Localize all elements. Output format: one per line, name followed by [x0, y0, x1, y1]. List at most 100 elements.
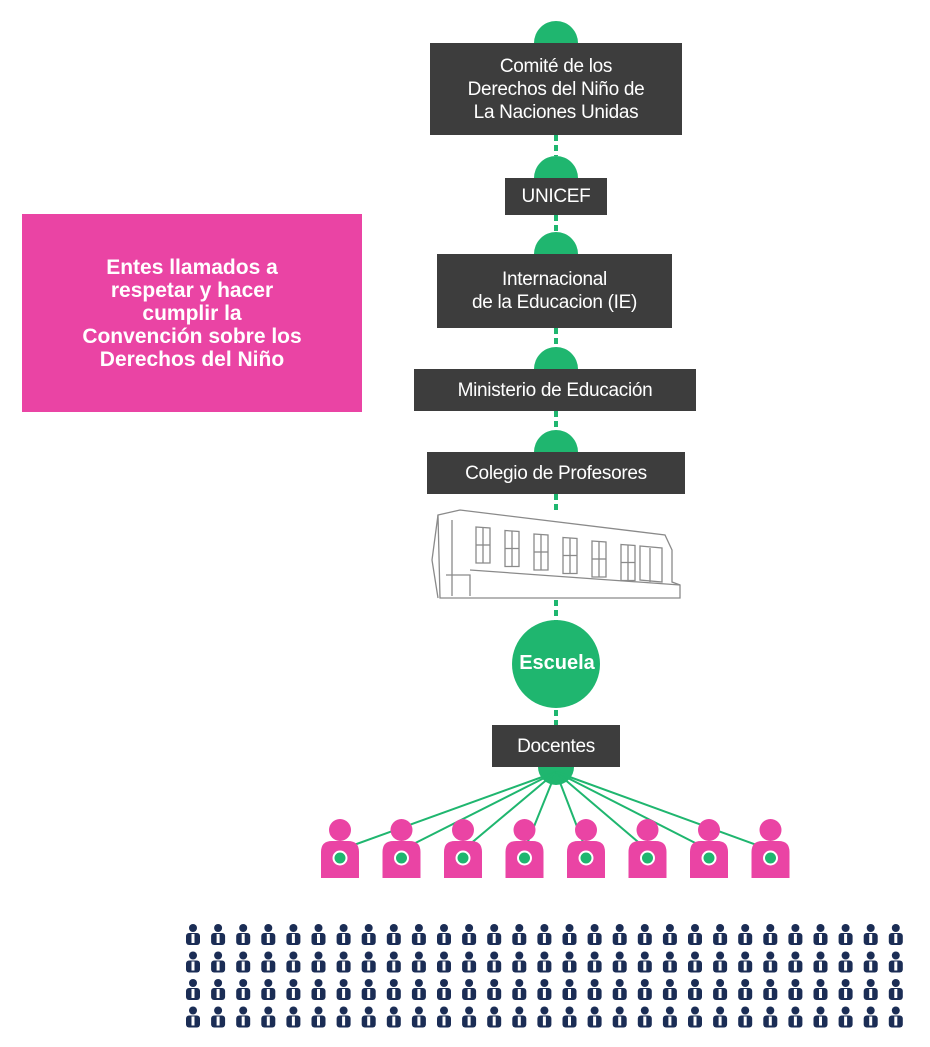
student-head-icon	[590, 1006, 599, 1015]
student-head-icon	[841, 979, 850, 987]
student-head-icon	[364, 924, 373, 932]
teacher-head-icon	[390, 819, 413, 841]
student-tie-icon	[819, 989, 822, 998]
student-tie-icon	[668, 934, 672, 943]
student-tie-icon	[191, 961, 195, 971]
student-head-icon	[691, 1006, 699, 1015]
student-tie-icon	[517, 934, 521, 943]
student-head-icon	[841, 1006, 850, 1015]
student-head-icon	[189, 924, 197, 932]
student-head-icon	[339, 924, 348, 932]
student-head-icon	[615, 1006, 624, 1015]
box-education-international-label: Internacional de la Educacion (IE)	[471, 269, 638, 313]
student-head-icon	[189, 1006, 197, 1015]
student-tie-icon	[793, 934, 797, 943]
student-tie-icon	[618, 934, 622, 943]
student-tie-icon	[317, 1016, 320, 1026]
student-tie-icon	[191, 989, 195, 998]
student-tie-icon	[693, 1016, 697, 1026]
student-head-icon	[590, 979, 599, 987]
student-head-icon	[791, 924, 800, 932]
student-head-icon	[465, 1006, 474, 1015]
student-tie-icon	[743, 934, 747, 943]
box-ministry-of-education: Ministerio de Educación	[414, 369, 696, 411]
student-tie-icon	[593, 1016, 597, 1026]
cap-un-committee-icon	[534, 21, 578, 43]
student-head-icon	[891, 979, 900, 987]
student-head-icon	[791, 951, 800, 960]
student-head-icon	[716, 951, 725, 960]
student-tie-icon	[568, 961, 571, 971]
student-tie-icon	[593, 961, 597, 971]
student-tie-icon	[718, 934, 722, 943]
student-head-icon	[239, 924, 248, 932]
student-head-icon	[414, 951, 423, 960]
box-unicef-label: UNICEF	[521, 186, 591, 207]
student-tie-icon	[869, 1016, 873, 1026]
student-tie-icon	[417, 989, 421, 998]
box-docentes: Docentes	[492, 725, 620, 767]
student-tie-icon	[467, 989, 471, 998]
student-head-icon	[440, 924, 448, 932]
student-tie-icon	[492, 989, 496, 998]
student-head-icon	[691, 979, 699, 987]
teacher-link	[555, 771, 771, 851]
teacher-link	[555, 771, 649, 851]
student-head-icon	[490, 979, 499, 987]
student-head-icon	[866, 1006, 875, 1015]
box-docentes-label: Docentes	[517, 735, 595, 757]
student-head-icon	[515, 924, 524, 932]
student-head-icon	[766, 924, 775, 932]
student-tie-icon	[216, 989, 220, 998]
student-head-icon	[465, 979, 474, 987]
student-head-icon	[189, 979, 197, 987]
student-head-icon	[691, 951, 699, 960]
teacher-head-icon	[513, 819, 536, 841]
student-tie-icon	[618, 989, 622, 998]
student-head-icon	[339, 1006, 348, 1015]
student-tie-icon	[342, 961, 346, 971]
student-tie-icon	[819, 934, 822, 943]
student-tie-icon	[718, 1016, 722, 1026]
student-tie-icon	[668, 1016, 672, 1026]
student-tie-icon	[568, 1016, 571, 1026]
student-head-icon	[264, 979, 273, 987]
student-tie-icon	[241, 934, 245, 943]
student-tie-icon	[291, 961, 295, 971]
student-head-icon	[565, 1006, 574, 1015]
student-head-icon	[741, 951, 750, 960]
student-tie-icon	[568, 934, 571, 943]
student-head-icon	[289, 979, 298, 987]
student-head-icon	[841, 924, 850, 932]
student-head-icon	[816, 1006, 825, 1015]
student-tie-icon	[442, 1016, 446, 1026]
teacher-badge-icon	[455, 850, 471, 866]
student-head-icon	[339, 979, 348, 987]
student-tie-icon	[743, 989, 747, 998]
student-tie-icon	[618, 1016, 622, 1026]
student-tie-icon	[668, 989, 672, 998]
student-head-icon	[289, 924, 298, 932]
student-head-icon	[816, 979, 825, 987]
student-head-icon	[314, 924, 323, 932]
student-tie-icon	[894, 961, 898, 971]
entities-note-box: Entes llamados a respetar y hacer cumpli…	[22, 214, 362, 412]
student-tie-icon	[467, 1016, 471, 1026]
student-head-icon	[239, 951, 248, 960]
cap-ministry-icon	[534, 347, 578, 369]
student-tie-icon	[241, 1016, 245, 1026]
student-head-icon	[490, 951, 499, 960]
student-head-icon	[414, 979, 423, 987]
student-tie-icon	[392, 934, 396, 943]
student-tie-icon	[894, 1016, 898, 1026]
student-head-icon	[640, 951, 649, 960]
student-tie-icon	[317, 989, 320, 998]
teacher-head-icon	[575, 819, 597, 841]
student-head-icon	[490, 924, 499, 932]
student-head-icon	[590, 924, 599, 932]
student-head-icon	[791, 979, 800, 987]
student-tie-icon	[517, 961, 521, 971]
student-tie-icon	[417, 1016, 421, 1026]
student-tie-icon	[844, 961, 848, 971]
